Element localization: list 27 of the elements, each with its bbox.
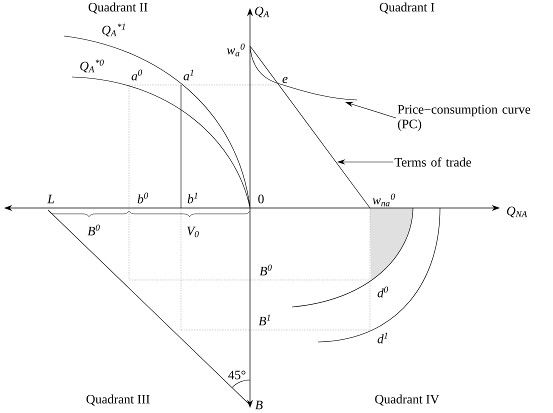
point-label: B$^{0}$	[88, 224, 100, 236]
quadrant-label: Quadrant II	[88, 2, 148, 14]
annotation-text: Terms of trade	[394, 157, 472, 167]
point-label: d$^{1}$	[378, 332, 388, 344]
quadrant-label: Quadrant III	[86, 394, 150, 406]
point-label: B	[255, 400, 263, 410]
point-label: Q$_{A}$*0	[80, 60, 104, 72]
terms-of-trade-line	[250, 46, 370, 208]
point-label: e	[282, 76, 288, 84]
point-label: b$^{1}$	[188, 192, 198, 204]
point-label: Q$_{A}$*1	[102, 24, 125, 36]
annotation-text: Price−consumption curve (PC)	[398, 105, 530, 131]
angle-label: 45°	[228, 370, 246, 380]
point-label: a$^{0}$	[132, 70, 142, 80]
point-label: d$^{0}$	[378, 286, 388, 298]
point-label: L	[47, 194, 54, 204]
point-label: 0	[258, 194, 264, 204]
point-label: a$^{1}$	[184, 70, 194, 80]
point-label: Q$_{A}$	[255, 6, 270, 18]
quadrant-label: Quadrant I	[380, 2, 434, 14]
point-label: Q$_{NA}$	[507, 206, 528, 218]
point-label: B$^{1}$	[258, 314, 270, 326]
point-label: w$_{a}$0	[226, 44, 245, 56]
point-label: V$_{0}$	[187, 226, 199, 238]
quadrant-label: Quadrant IV	[375, 394, 440, 406]
point-label: b$^{0}$	[138, 192, 148, 204]
point-label: B$^{0}$	[260, 264, 272, 276]
